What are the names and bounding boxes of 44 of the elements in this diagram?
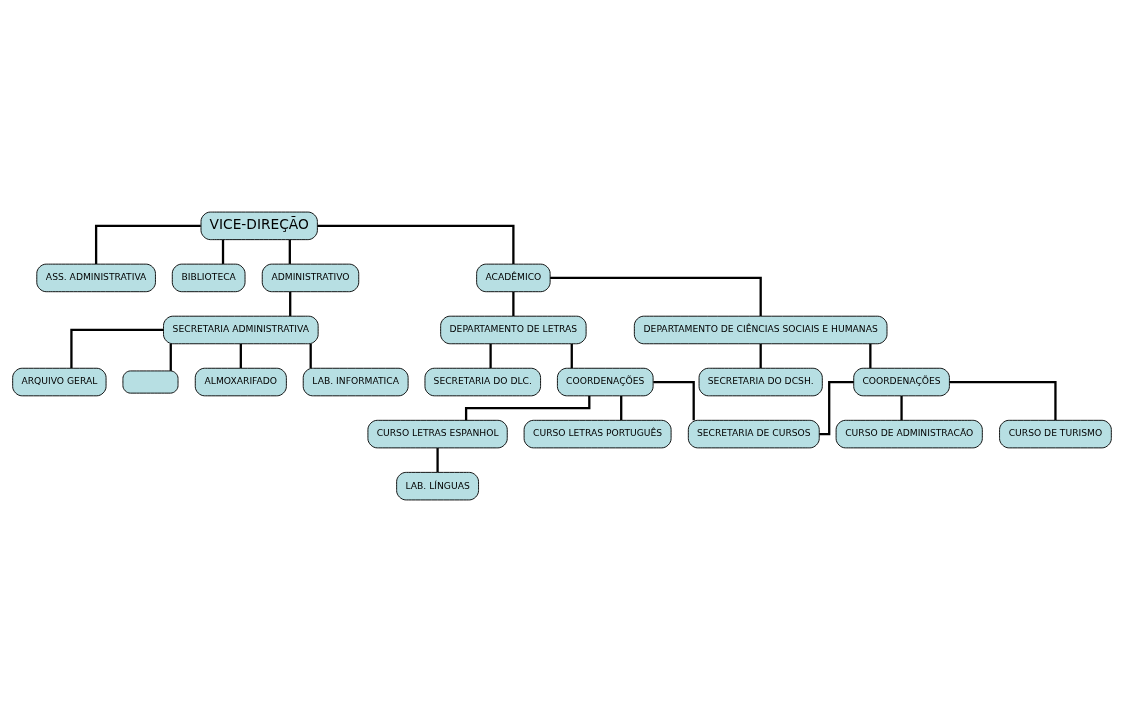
node-box: BIBLIOTECA xyxy=(171,263,246,292)
node-box: SECRETARIA DO DCSH. xyxy=(698,367,823,396)
connector xyxy=(550,276,762,316)
node-box: ADMINISTRATIVO xyxy=(261,263,360,292)
node-box: LAB. INFORMATICA xyxy=(302,367,409,396)
connector xyxy=(317,224,515,264)
connector xyxy=(869,343,872,368)
node-box: COORDENAÇÕES xyxy=(556,367,654,396)
connector xyxy=(819,380,854,435)
connector xyxy=(900,395,903,420)
connector xyxy=(436,447,439,472)
node-box: CURSO DE ADMINISTRACÃO xyxy=(835,419,983,448)
connector xyxy=(288,239,291,264)
connector xyxy=(759,343,762,368)
node-box: COORDENAÇÕES xyxy=(853,367,950,396)
node-box: LAB. LÍNGUAS xyxy=(396,471,479,500)
node-box: SECRETARIA DO DLC. xyxy=(424,367,541,396)
node-box: CURSO LETRAS ESPANHOL xyxy=(367,419,508,448)
connector xyxy=(653,380,695,420)
node-box: DEPARTAMENTO DE CIÊNCIAS SOCIAIS E HUMANAS xyxy=(633,315,888,344)
node-box: ASS. ADMINISTRATIVA xyxy=(36,263,156,292)
connector xyxy=(221,239,225,264)
connector xyxy=(570,343,573,368)
connector xyxy=(289,291,292,316)
connector xyxy=(239,343,242,368)
node-box: CURSO DE TURISMO xyxy=(999,419,1112,448)
connector xyxy=(464,395,591,420)
connector xyxy=(94,224,201,264)
node-box: ARQUIVO GERAL xyxy=(12,367,107,396)
connector xyxy=(489,343,492,368)
node-box: SECRETARIA DE CURSOS xyxy=(687,419,820,448)
node-box: ALMOXARIFADO xyxy=(194,367,287,396)
node-box: VICE-DIREÇÃO xyxy=(200,211,318,240)
connector xyxy=(512,291,515,316)
node-box: DEPARTAMENTO DE LETRAS xyxy=(440,315,587,344)
connector xyxy=(620,395,623,420)
node-box xyxy=(122,369,179,394)
connector xyxy=(309,343,312,368)
node-box: SECRETARIA ADMINISTRATIVA xyxy=(163,315,319,344)
connector xyxy=(949,380,1057,420)
connector xyxy=(70,328,164,368)
node-box: CURSO LETRAS PORTUGUÊS xyxy=(523,419,672,448)
connector xyxy=(169,343,172,371)
node-box: ACADÊMICO xyxy=(476,263,551,292)
